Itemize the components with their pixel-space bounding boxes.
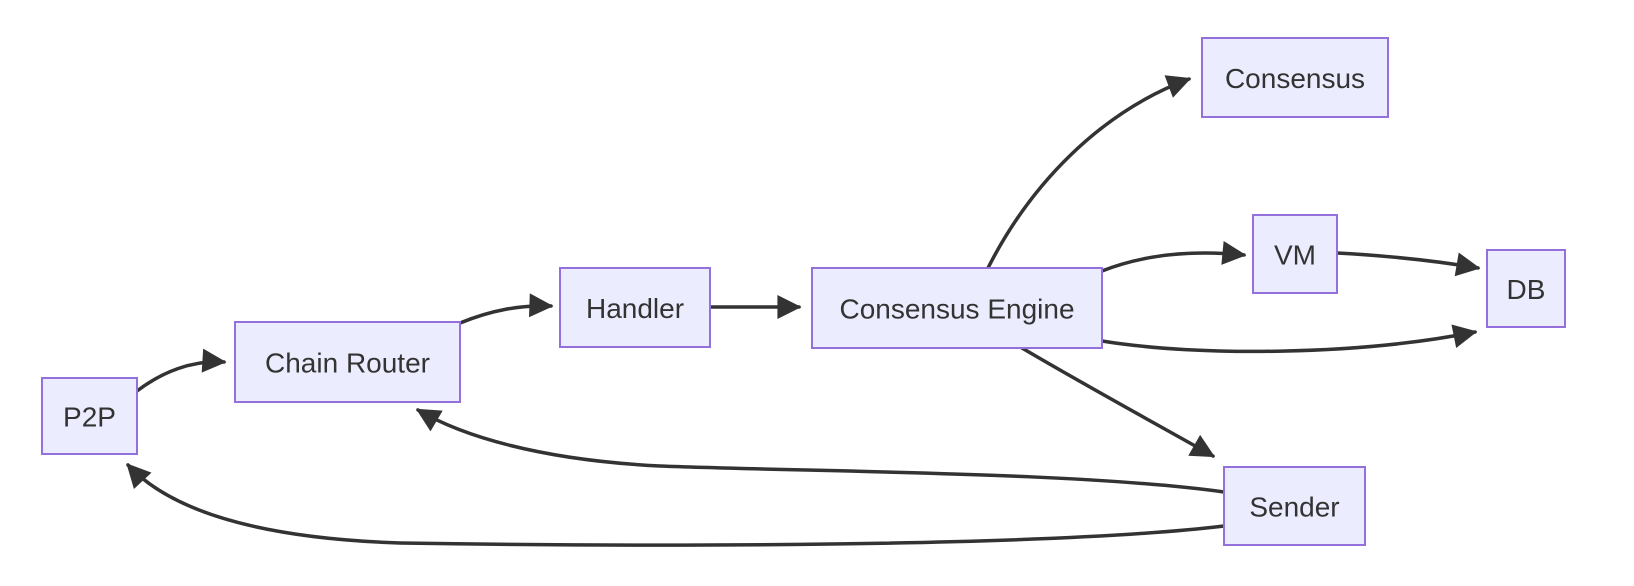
node-box-p2p: [41, 377, 138, 455]
node-box-chain-router: [234, 321, 461, 403]
node-box-vm: [1252, 214, 1338, 294]
node-label-consensus: Consensus: [1225, 63, 1365, 94]
node-db: DB: [1486, 249, 1566, 328]
edge-consensus-engine-to-db: [1100, 324, 1478, 354]
node-sender: Sender: [1223, 466, 1366, 546]
edge-sender-to-p2p: [126, 463, 1226, 547]
node-label-chain-router: Chain Router: [265, 348, 430, 379]
node-consensus-engine: Consensus Engine: [811, 267, 1103, 349]
edge-chain-router-to-handler: [458, 293, 554, 325]
node-box-consensus: [1201, 37, 1389, 118]
edge-p2p-to-chain-router: [135, 348, 227, 393]
node-vm: VM: [1252, 214, 1338, 294]
node-chain-router: Chain Router: [234, 321, 461, 403]
node-label-db: DB: [1507, 274, 1546, 305]
nodes-layer: P2P Chain Router Handler Consensus Engine Co…: [41, 37, 1566, 546]
edge-consensus-engine-to-vm: [1100, 240, 1247, 273]
edge-consensus-engine-to-consensus: [986, 75, 1192, 270]
node-p2p: P2P: [41, 377, 138, 455]
node-label-p2p: P2P: [63, 402, 116, 433]
node-consensus: Consensus: [1201, 37, 1389, 118]
node-label-vm: VM: [1274, 240, 1316, 271]
node-label-consensus-engine: Consensus Engine: [839, 294, 1074, 325]
node-label-handler: Handler: [586, 293, 684, 324]
edge-vm-to-db: [1335, 251, 1481, 277]
node-box-consensus-engine: [811, 267, 1103, 349]
edge-consensus-engine-to-sender: [1020, 346, 1216, 458]
edge-sender-to-chain-router: [415, 408, 1226, 494]
node-box-handler: [559, 267, 711, 348]
edges-layer: [126, 75, 1481, 547]
node-handler: Handler: [559, 267, 711, 348]
node-label-sender: Sender: [1249, 492, 1339, 523]
node-box-db: [1486, 249, 1566, 328]
node-box-sender: [1223, 466, 1366, 546]
